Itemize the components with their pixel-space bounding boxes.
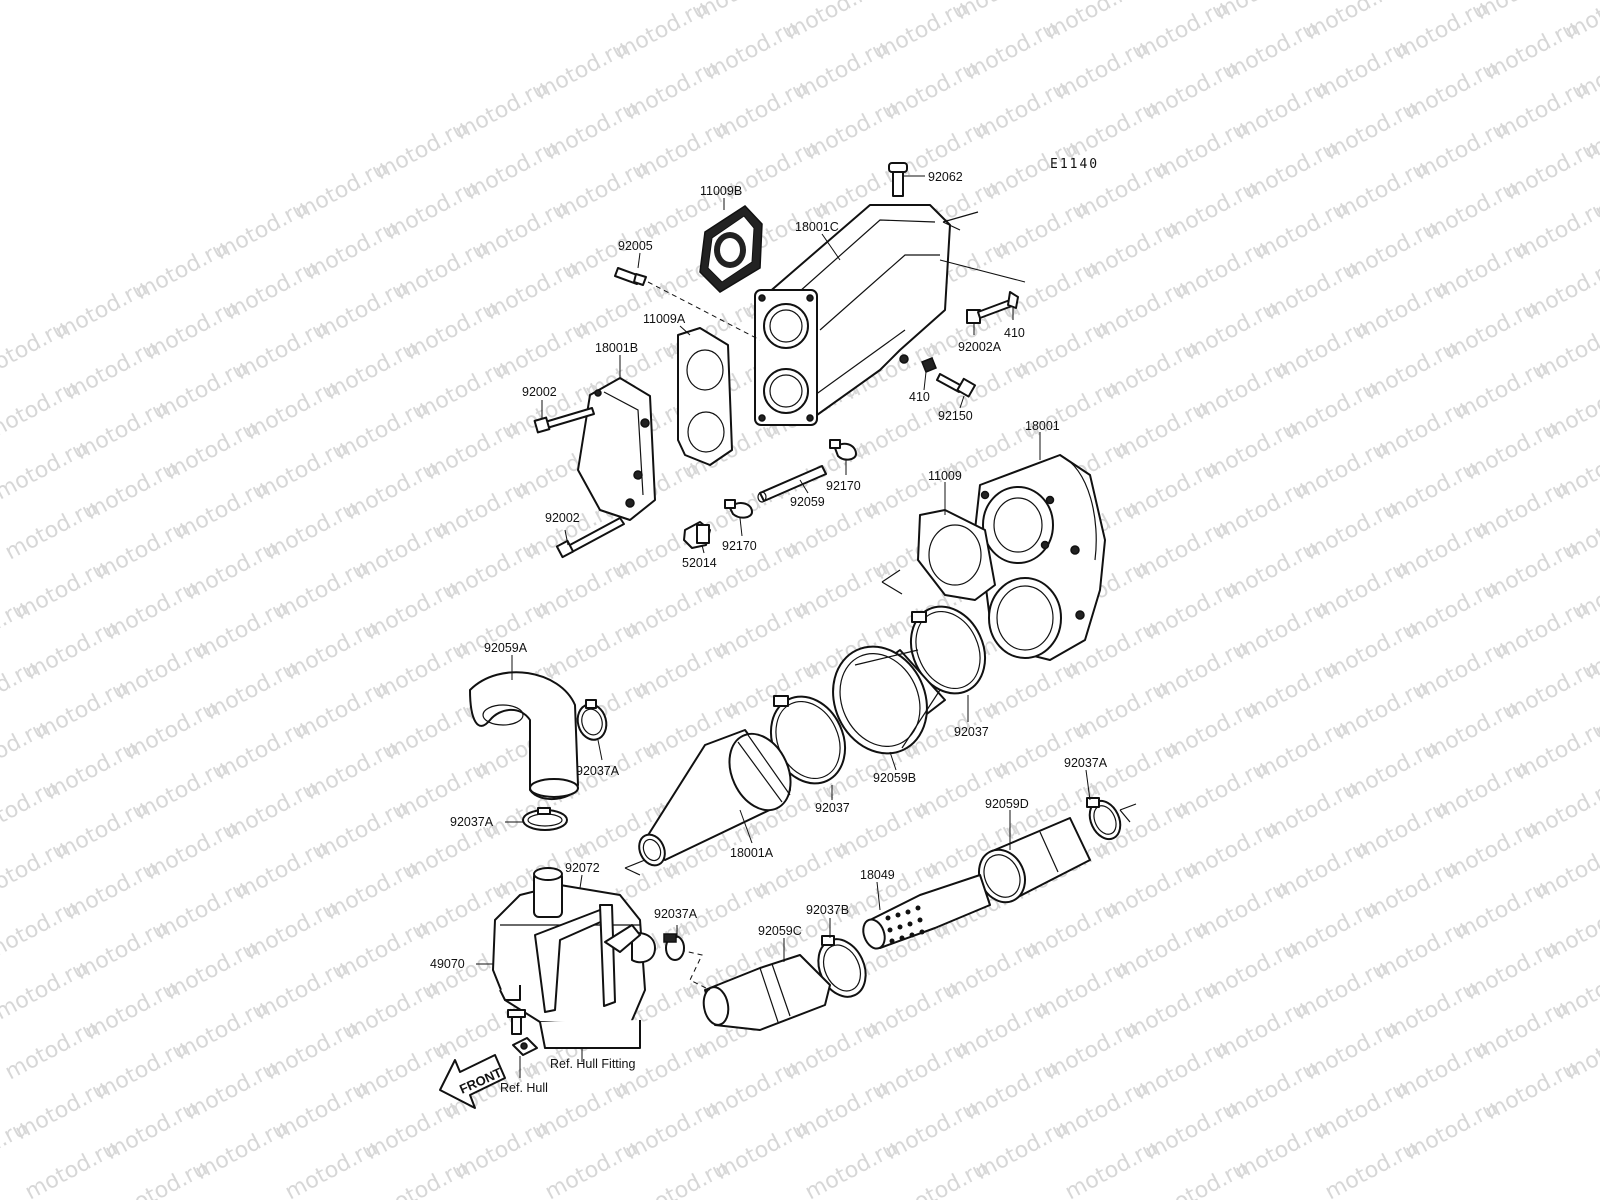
label-92059B: 92059B	[873, 771, 916, 785]
label-52014: 52014	[682, 556, 717, 570]
part-92037A-clamp-lower-left	[522, 807, 568, 831]
part-18001C-manifold	[754, 204, 951, 426]
watermark-text: motod.ru	[1551, 956, 1600, 1025]
watermark-text: motod.ru	[951, 0, 1052, 25]
part-18001B-cover	[577, 377, 656, 521]
watermark-text: motod.ru	[1551, 436, 1600, 505]
part-92002-bolt-lower	[555, 517, 625, 559]
part-92059-pipe	[757, 465, 827, 503]
label-92059A: 92059A	[484, 641, 528, 655]
part-92059B-bellows	[832, 645, 946, 755]
watermark-text: motod.ru	[1541, 376, 1600, 445]
label-92037A-right: 92037A	[1064, 756, 1108, 770]
label-92005: 92005	[618, 239, 653, 253]
part-11009A-gasket	[677, 327, 733, 466]
part-92062-bolt	[888, 162, 908, 197]
watermark-text: motod.ru	[1041, 0, 1142, 45]
label-410-upper: 410	[1004, 326, 1025, 340]
label-92170-lower: 92170	[722, 539, 757, 553]
label-92072: 92072	[565, 861, 600, 875]
part-92170-clamp-lower	[724, 499, 753, 519]
watermark-text: motod.ru	[1301, 0, 1402, 45]
label-18001A: 18001A	[730, 846, 774, 860]
watermark-text: motod.ru	[1471, 0, 1572, 25]
part-92037A-clamp-right	[1086, 797, 1122, 841]
part-92037A-clamp-upper-left	[576, 699, 608, 741]
label-18001: 18001	[1025, 419, 1060, 433]
label-92059D: 92059D	[985, 797, 1029, 811]
part-18049-perforated-tube	[862, 874, 991, 950]
part-92002A-bolt	[966, 291, 1019, 324]
part-18001A-cone	[638, 729, 792, 867]
label-92150: 92150	[938, 409, 973, 423]
part-92059C-hose	[702, 954, 831, 1031]
part-92005-stud	[614, 267, 647, 286]
part-410-washer-lower	[921, 357, 937, 373]
label-92037-right: 92037	[954, 725, 989, 739]
watermark-text: motod.ru	[1521, 776, 1600, 845]
part-11009B-gasket	[699, 205, 763, 293]
part-hull-bolt	[507, 1009, 526, 1035]
part-labels: 92062 11009B 18001C 92005 410 92002A 110…	[430, 170, 1108, 1095]
part-92072-strap	[534, 904, 641, 1013]
label-92037A-small: 92037A	[654, 907, 698, 921]
label-11009: 11009	[928, 469, 962, 483]
part-11009-gasket	[917, 509, 996, 601]
part-92059A-elbow-hose	[469, 671, 579, 801]
label-11009B: 11009B	[700, 184, 742, 198]
part-52014-fitting	[683, 521, 711, 549]
watermark-text: motod.ru	[1521, 256, 1600, 325]
label-18049: 18049	[860, 868, 895, 882]
label-92037A-lower-left: 92037A	[450, 815, 494, 829]
watermark-text: motod.ru	[1511, 716, 1600, 785]
perforation-holes	[885, 905, 925, 944]
label-ref-hull-fitting: Ref. Hull Fitting	[550, 1057, 635, 1071]
label-92002A: 92002A	[958, 340, 1002, 354]
label-92059: 92059	[790, 495, 825, 509]
label-92059C: 92059C	[758, 924, 802, 938]
label-92002-lower: 92002	[545, 511, 580, 525]
part-hull-fitting-nut	[512, 1037, 538, 1056]
part-92170-clamp-upper	[829, 439, 857, 461]
label-18001B: 18001B	[595, 341, 638, 355]
watermark-text: motod.ru	[781, 0, 882, 45]
part-92150-bolt	[936, 373, 977, 398]
watermark-text: motod.ru	[1511, 196, 1600, 265]
watermark-text: motod.ru	[691, 0, 792, 25]
part-92037A-clamp-small	[663, 933, 685, 961]
label-410-lower: 410	[909, 390, 930, 404]
part-92002-bolt-upper	[533, 407, 595, 434]
diagram-code: E1140	[1050, 157, 1099, 172]
part-92059D-tube	[978, 817, 1091, 904]
label-92037B: 92037B	[806, 903, 849, 917]
label-92062: 92062	[928, 170, 963, 184]
watermark-text: motod.ru	[1561, 496, 1600, 565]
part-92037-ring-right	[910, 605, 986, 695]
watermark-text: motod.ru	[1531, 836, 1600, 905]
label-92002-upper: 92002	[522, 385, 557, 399]
watermark-text: motod.ru	[1211, 0, 1312, 25]
label-11009A: 11009A	[643, 312, 686, 326]
label-18001C: 18001C	[795, 220, 839, 234]
watermark-text: motod.ru	[1561, 1016, 1600, 1085]
part-18001-exhaust-body	[974, 454, 1106, 661]
label-ref-hull: Ref. Hull	[500, 1081, 548, 1095]
watermark-text: motod.ru	[1531, 316, 1600, 385]
label-92170-upper: 92170	[826, 479, 861, 493]
label-92037-left: 92037	[815, 801, 850, 815]
watermark-text: motod.ru	[1541, 896, 1600, 965]
label-92037A-upper-left: 92037A	[576, 764, 620, 778]
label-49070: 49070	[430, 957, 465, 971]
